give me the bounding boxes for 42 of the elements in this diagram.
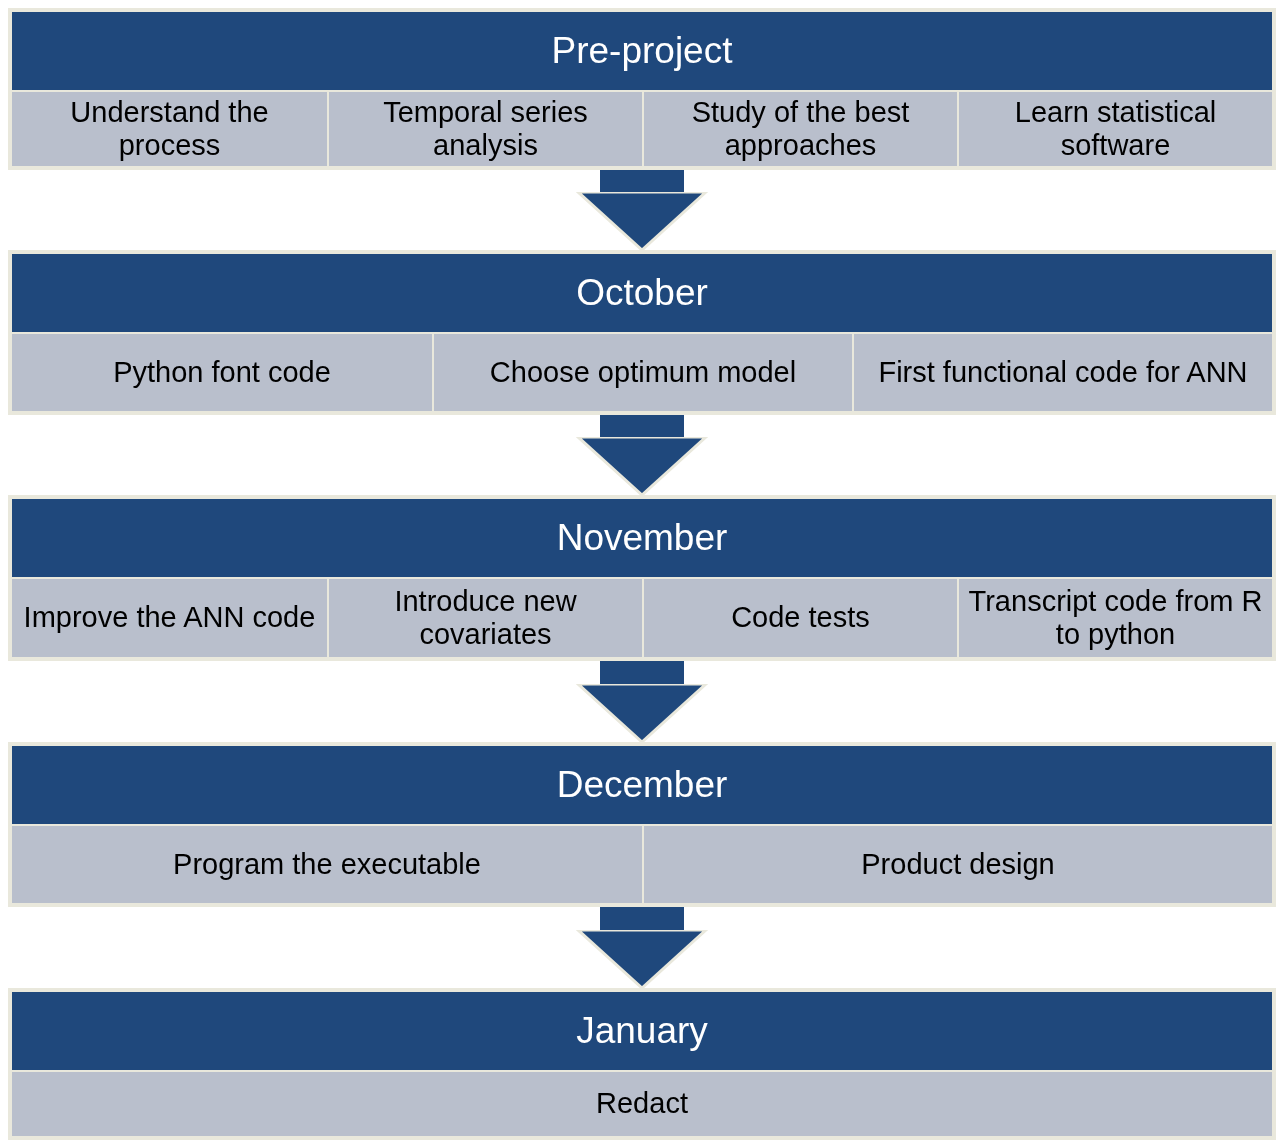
stage-heading: Pre-project bbox=[551, 30, 733, 72]
stage-panel bbox=[8, 742, 1276, 907]
task-text: Redact bbox=[596, 1087, 688, 1121]
task-box bbox=[854, 334, 1272, 411]
block-arrow bbox=[576, 907, 708, 990]
task-box bbox=[12, 826, 642, 903]
block-arrow bbox=[576, 415, 708, 497]
task-text: Program the executable bbox=[173, 847, 481, 882]
task-text: Temporal series analysis bbox=[382, 95, 589, 163]
stage-heading: December bbox=[556, 764, 728, 806]
stage-heading: January bbox=[576, 1010, 708, 1052]
task-box bbox=[12, 92, 327, 166]
task-box bbox=[644, 826, 1272, 903]
task-text: Product design bbox=[861, 847, 1055, 882]
task-text: Understand the process bbox=[69, 95, 270, 163]
task-box bbox=[959, 92, 1272, 166]
task-box bbox=[329, 92, 642, 166]
task-text: Python font code bbox=[113, 355, 331, 390]
task-text: Study of the best approaches bbox=[690, 95, 911, 163]
task-box bbox=[644, 579, 957, 657]
task-text: Transcript code from R to python bbox=[967, 584, 1264, 652]
block-arrow bbox=[576, 170, 708, 252]
stage-heading: November bbox=[556, 517, 728, 559]
task-box bbox=[434, 334, 852, 411]
task-box bbox=[959, 579, 1272, 657]
stage-panel bbox=[8, 250, 1276, 415]
stage-panel bbox=[8, 495, 1276, 661]
task-text: Code tests bbox=[731, 601, 870, 635]
task-box bbox=[644, 92, 957, 166]
task-box bbox=[12, 1072, 1272, 1136]
task-text: Improve the ANN code bbox=[23, 601, 316, 635]
task-text: Learn statistical software bbox=[1013, 95, 1218, 163]
task-text: Choose optimum model bbox=[489, 355, 797, 390]
task-box bbox=[12, 579, 327, 657]
stage-panel bbox=[8, 8, 1276, 170]
stage-heading: October bbox=[576, 272, 708, 314]
block-arrow bbox=[576, 661, 708, 744]
task-box bbox=[329, 579, 642, 657]
stage-panel bbox=[8, 988, 1276, 1140]
task-text: First functional code for ANN bbox=[878, 355, 1248, 390]
task-box bbox=[12, 334, 432, 411]
task-text: Introduce new covariates bbox=[393, 584, 578, 652]
